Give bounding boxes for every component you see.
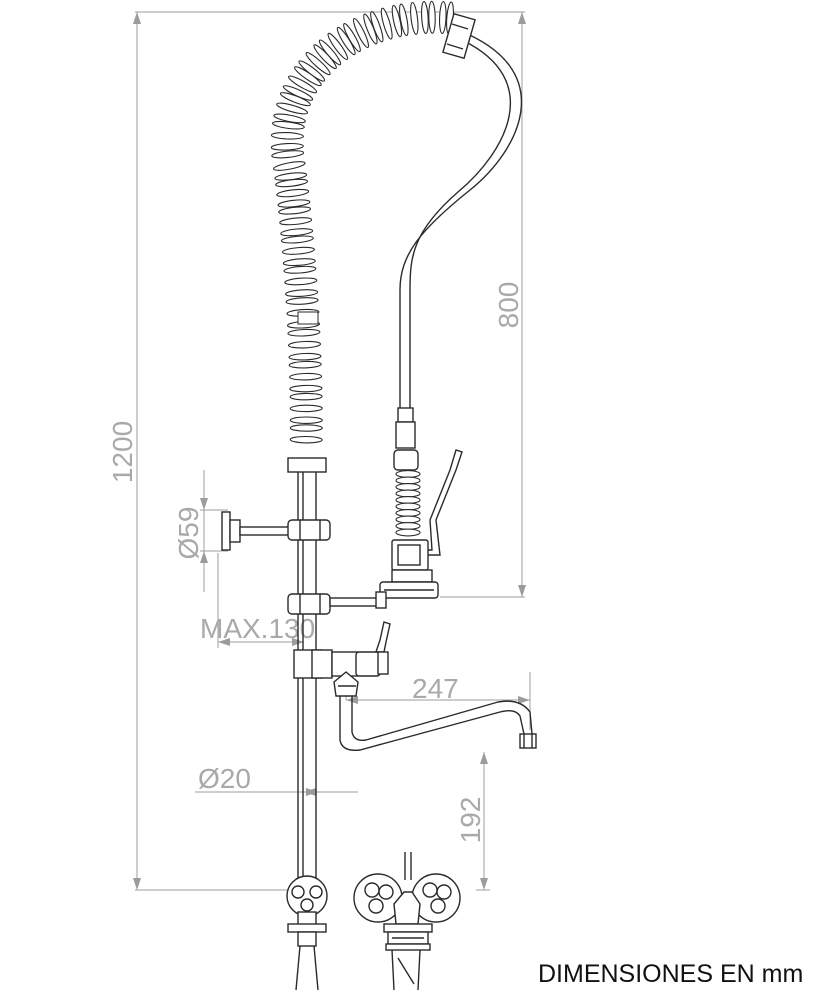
spring-coil [289,384,323,393]
spring-coil [289,424,323,432]
spray-valve [379,407,463,599]
wall-bracket [221,511,331,551]
dimension-labels: 1200 800 Ø59 MAX.130 247 Ø20 192 [107,282,524,844]
spring-coil [289,435,323,444]
dim-spout-reach: 247 [412,673,459,704]
valve-grip-ring [395,515,421,524]
valve-grip-ring [395,483,421,491]
valve-grip-ring [395,470,421,478]
spring-coil [289,404,323,413]
spring-coil [270,142,304,151]
spring-coil [313,44,337,70]
spring-coil [284,277,318,286]
spring-coil [380,7,393,40]
spring-coil [279,92,311,107]
dim-spout-height: 192 [455,797,486,844]
spring-coil [288,360,322,369]
spring-coil [410,1,419,35]
spring-coil [289,392,323,401]
spring-clip [297,311,319,325]
valve-grip-ring [395,476,421,485]
spring-coil [287,340,322,349]
spring-coil [282,258,316,267]
spring-coil [288,352,322,361]
dim-pipe-diameter: Ø20 [198,763,251,794]
valve-grip-ring [395,528,421,537]
spring-coil [280,235,314,244]
spring-coil [283,265,317,274]
spring-coil [285,289,319,298]
spring-coil [280,228,314,237]
spring-coil [391,4,403,38]
spring-coil [288,75,318,94]
swing-spout [333,671,537,751]
spring-coil [279,217,313,226]
valve-grip-ring [395,496,421,504]
coil-spring [270,0,454,444]
spring-coil [278,206,312,215]
hook-clamp [287,591,387,615]
spring-coil [294,66,322,87]
spring-coil [399,3,409,37]
tee-valve [293,621,391,679]
spring-coil [289,372,323,381]
spring-coil [271,120,305,130]
valve-grip-ring [395,522,421,530]
spring-coil [271,150,305,159]
spring-coil [281,246,315,255]
valve-grip-ring [395,509,421,517]
deck-mount-valve [353,852,461,991]
spring-coil [277,199,311,208]
spring-coil [428,0,436,34]
units-note: DIMENSIONES EN mm [538,960,804,988]
spring-coil [336,26,356,56]
spring-coil [305,52,331,76]
valve-grip-ring [395,489,421,498]
spring-coil [363,13,378,45]
spring-coil [287,328,321,337]
spring-coil [289,416,323,424]
spring-coil [352,17,370,49]
spring-coil [438,0,447,35]
spring-coil [327,32,349,61]
dim-overall-height: 1200 [107,421,138,483]
spring-coil [285,297,319,305]
valve-grip-ring [395,502,421,511]
spring-coil [276,188,310,198]
spring-coil [273,161,306,171]
dim-bracket-max: MAX.130 [200,613,315,644]
dim-bracket-diameter: Ø59 [173,507,204,560]
flexible-hose [399,12,523,410]
spring-coil [275,178,309,188]
dim-hose-height: 800 [493,282,524,329]
dimension-lines [133,11,531,891]
spring-coil [270,131,304,140]
left-supply-inlet [286,875,328,991]
spring-coil [421,0,429,35]
spring-coil [276,102,309,115]
